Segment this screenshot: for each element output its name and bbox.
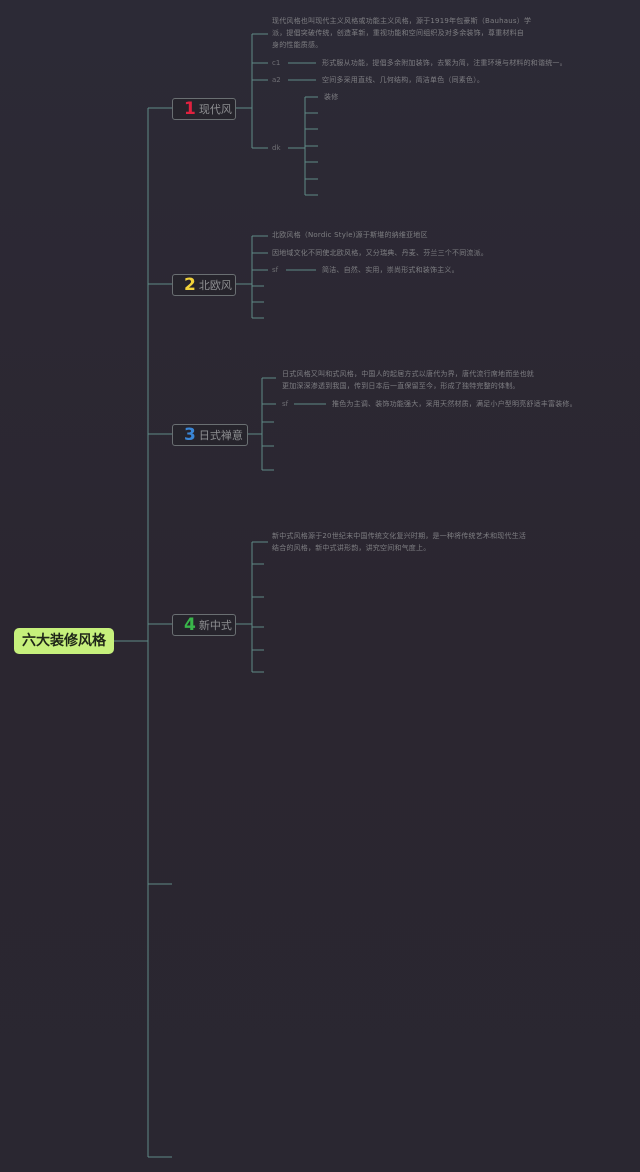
- point-tag: sf: [282, 400, 289, 408]
- branch-label: 现代风: [198, 103, 232, 116]
- desc-line: 身的性能质感。: [272, 41, 323, 49]
- desc-line: 更加深深渗透到我国，传到日本后一直保留至今，形成了独特完整的体制。: [282, 382, 520, 390]
- branch-label: 北欧风: [198, 279, 232, 292]
- desc-line: 北欧风格（Nordic Style)源于斯堪的纳维亚地区: [272, 231, 428, 239]
- branch-label: 新中式: [198, 619, 232, 632]
- point-text: 形式服从功能，提倡多余附加装饰，去繁为简，注重环境与材料的和谐统一。: [322, 59, 567, 67]
- branch-label: 日式禅意: [198, 429, 243, 442]
- point-text: 推色为主调、装饰功能强大，采用天然材质，满足小户型明亮舒适丰富装修。: [332, 400, 577, 408]
- sub-item-label: 装修: [324, 93, 339, 101]
- branch-number: 3: [184, 425, 196, 445]
- point-text: 空间多采用直线、几何结构，简洁单色（同素色）。: [322, 76, 485, 84]
- point-tag: dk: [272, 144, 281, 152]
- desc-line: 因地域文化不同使北欧风格，又分瑞典、丹麦、芬兰三个不同流派。: [272, 249, 488, 257]
- desc-line: 结合的风格，新中式讲形韵，讲究空间和气度上。: [272, 544, 431, 552]
- desc-line: 派，提倡突破传统，创造革新，重视功能和空间组织及对多余装饰，尊重材料自: [272, 29, 524, 37]
- root-node[interactable]: 六大装修风格: [14, 628, 114, 654]
- point-text: 简洁、自然、实用，崇尚形式和装饰主义。: [322, 266, 459, 274]
- branch-number: 2: [184, 275, 196, 295]
- branch-number: 1: [184, 99, 196, 119]
- desc-line: 新中式风格源于20世纪末中国传统文化复兴时期，是一种将传统艺术和现代生活: [272, 532, 527, 540]
- point-tag: sf: [272, 266, 279, 274]
- branch-number: 4: [184, 615, 196, 635]
- point-tag: a2: [272, 76, 281, 84]
- desc-line: 现代风格也叫现代主义风格或功能主义风格，源于1919年包豪斯（Bauhaus）学: [272, 17, 532, 25]
- point-tag: c1: [272, 59, 281, 67]
- desc-line: 日式风格又叫和式风格，中国人的起居方式以唐代为界，唐代流行席地而坐也就: [282, 370, 534, 378]
